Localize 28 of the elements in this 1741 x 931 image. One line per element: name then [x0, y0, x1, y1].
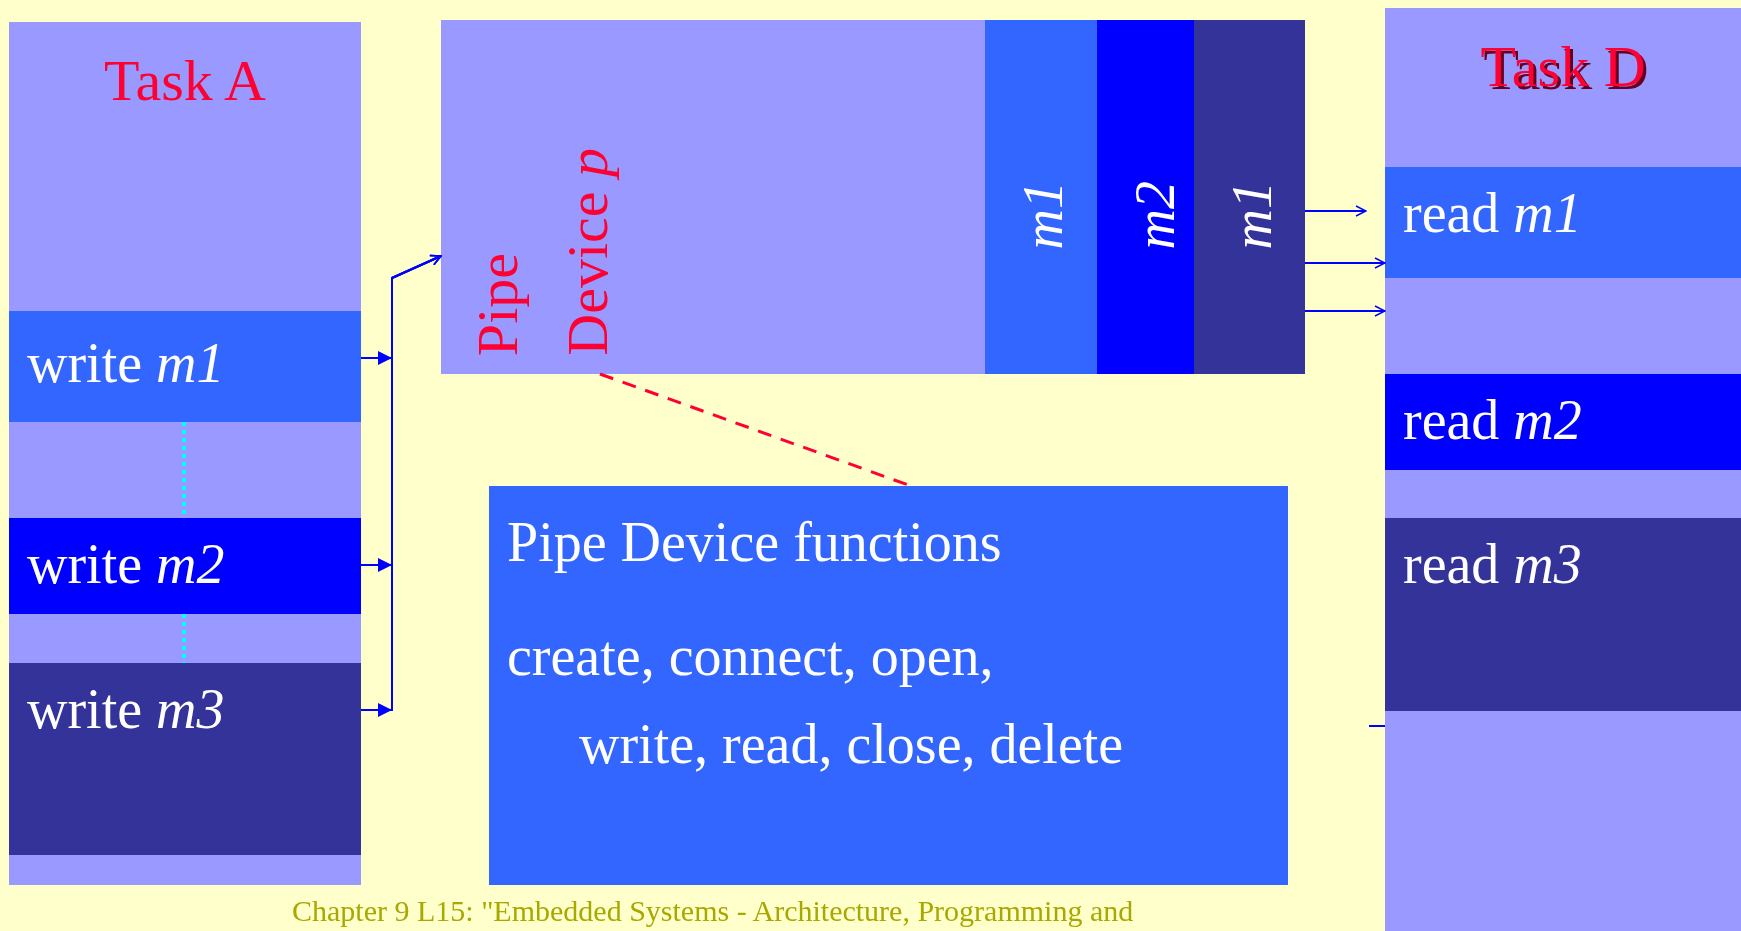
- operation-band: [9, 518, 361, 614]
- functions-box: [489, 486, 1288, 885]
- message-label: m1: [1015, 180, 1071, 249]
- device-label: Device p: [559, 148, 617, 356]
- operation-band: [9, 663, 361, 855]
- operation-label: read m2: [1403, 392, 1582, 448]
- operation-label: write m3: [27, 681, 225, 737]
- message-slot: [1097, 20, 1194, 374]
- panel-title: Task D: [1479, 38, 1647, 96]
- operation-label: read m1: [1403, 185, 1582, 241]
- operation-label: write m1: [27, 335, 225, 391]
- pipe-device-box: [441, 20, 1305, 374]
- message-slot: [985, 20, 1097, 374]
- task-panel: [1385, 8, 1741, 931]
- operation-band: [1385, 374, 1741, 470]
- operation-band: [1385, 518, 1741, 711]
- device-label: Pipe: [469, 252, 527, 356]
- operation-band: [9, 311, 361, 422]
- message-label: m1: [1224, 180, 1280, 249]
- panel-title: Task A: [103, 52, 267, 110]
- caption: Chapter 9 L15: "Embedded Systems - Architecture, Programming and: [292, 896, 1134, 926]
- message-slot: [1194, 20, 1305, 374]
- task-panel: [9, 22, 361, 885]
- message-label: m2: [1127, 180, 1183, 249]
- operation-label: read m3: [1403, 536, 1582, 592]
- operation-label: write m2: [27, 536, 225, 592]
- functions-list: create, connect, open, write, read, close, delete: [507, 612, 1127, 788]
- operation-band: [1385, 167, 1741, 278]
